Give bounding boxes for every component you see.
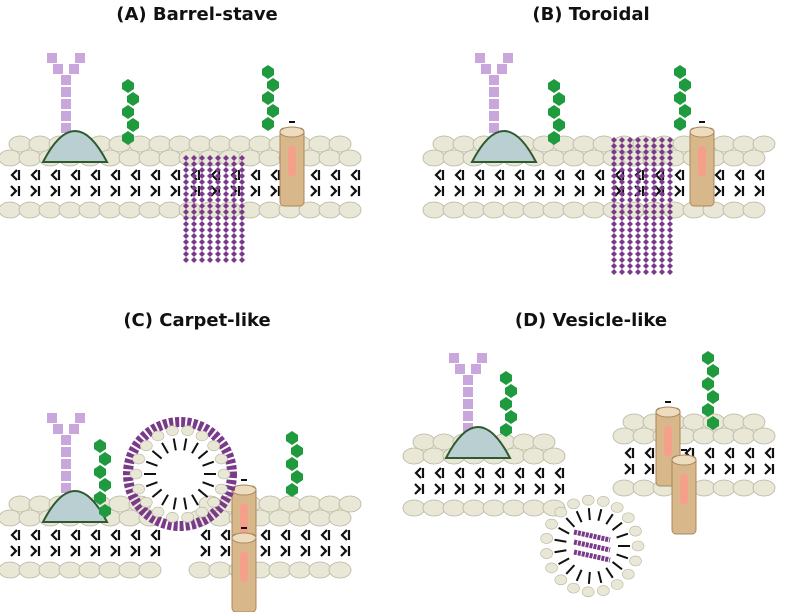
panel-vesicle-like: (D) Vesicle-like xyxy=(394,306,788,612)
peptide-pore-bundle xyxy=(611,137,673,275)
membrane-diagram-a xyxy=(0,53,362,263)
panel-toroidal: (B) Toroidal xyxy=(394,0,788,306)
panel-barrel-stave: (A) Barrel-stave xyxy=(0,0,394,306)
membrane-dome-icon xyxy=(444,426,512,459)
lipid-vesicle xyxy=(540,494,645,598)
membrane-diagram-b xyxy=(422,53,776,275)
panel-title-c: (C) Carpet-like xyxy=(123,310,271,331)
panel-title-a: (A) Barrel-stave xyxy=(116,4,278,25)
ion-channel-icon xyxy=(671,449,697,535)
membrane-diagram-d xyxy=(402,351,776,598)
peptide-cluster xyxy=(573,529,611,563)
glycan-chain-icon xyxy=(548,79,565,145)
panel-carpet-like: (C) Carpet-like xyxy=(0,306,394,612)
antibody-receptor-icon xyxy=(475,53,513,133)
antibody-receptor-icon xyxy=(47,413,85,493)
membrane-dome-icon xyxy=(41,130,109,163)
peptide-vesicle-ring xyxy=(123,417,237,531)
antibody-receptor-icon xyxy=(449,353,487,433)
panel-title-d: (D) Vesicle-like xyxy=(514,310,668,331)
ion-channel-icon xyxy=(279,121,305,207)
glycan-chain-icon xyxy=(500,371,517,437)
membrane-dome-icon xyxy=(470,130,538,163)
membrane-bilayer xyxy=(422,135,776,219)
glycan-chain-icon xyxy=(286,431,303,497)
glycan-chain-icon xyxy=(122,79,139,145)
glycan-chain-icon xyxy=(702,351,719,430)
glycan-chain-icon xyxy=(94,439,111,518)
ion-channel-icon xyxy=(231,527,257,612)
peptide-pore-bundle xyxy=(183,155,245,263)
panel-title-b: (B) Toroidal xyxy=(532,4,650,25)
membrane-bilayer xyxy=(188,495,362,579)
glycan-chain-icon xyxy=(674,65,691,131)
membrane-dome-icon xyxy=(41,490,109,523)
ion-channel-icon xyxy=(689,121,715,207)
membrane-diagram-c xyxy=(0,413,362,612)
antibody-receptor-icon xyxy=(47,53,85,133)
glycan-chain-icon xyxy=(262,65,279,131)
